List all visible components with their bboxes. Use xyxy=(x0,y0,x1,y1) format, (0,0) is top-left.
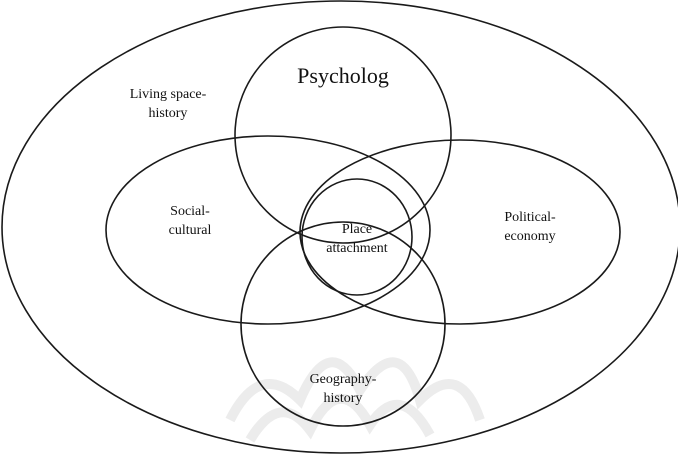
psychology-label: Psycholog xyxy=(297,63,389,88)
living-space-history-label: Living space- history xyxy=(129,87,207,121)
psychology-circle xyxy=(234,26,452,244)
geography-history-circle xyxy=(240,221,446,427)
social-cultural-label: Social- cultural xyxy=(168,204,212,238)
place-attachment-ellipse xyxy=(301,178,413,296)
political-economy-label: Political- economy xyxy=(504,210,556,244)
place-attachment-label: Place attachment xyxy=(326,222,388,256)
social-cultural-ellipse xyxy=(105,135,431,325)
geography-history-label: Geography- history xyxy=(309,372,377,406)
background-watermark xyxy=(225,357,485,443)
